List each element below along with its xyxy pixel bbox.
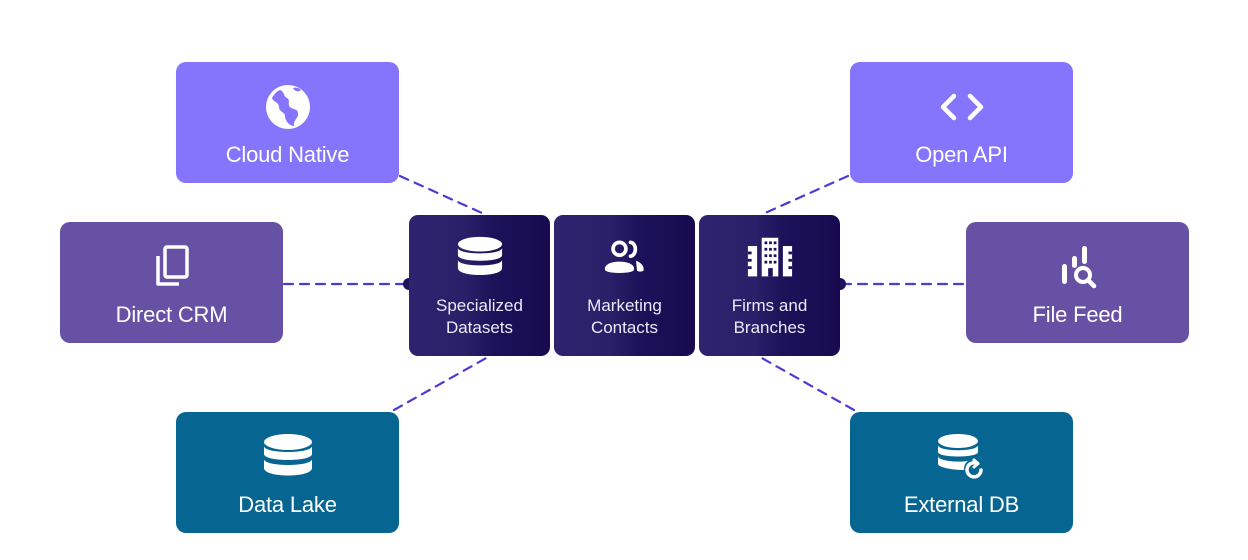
node-label: Open API [915, 142, 1008, 167]
node-label: External DB [903, 492, 1020, 517]
database-icon [457, 235, 503, 281]
node-label: Direct CRM [115, 302, 228, 327]
hub-label: Marketing Contacts [587, 296, 662, 337]
database-icon [263, 432, 313, 482]
connector-data-lake [392, 355, 490, 412]
connector-dot-right [840, 278, 846, 290]
users-icon [602, 235, 648, 281]
database-sync-icon [937, 432, 987, 482]
node-label: Cloud Native [225, 142, 350, 167]
connector-cloud-native [398, 174, 484, 215]
code-icon [937, 82, 987, 132]
node-external-db[interactable]: External DB [850, 412, 1073, 533]
hub-firms-and-branches[interactable]: Firms and Branches [699, 215, 840, 356]
node-label: Data Lake [238, 492, 337, 517]
node-label: File Feed [1032, 302, 1123, 327]
node-data-lake[interactable]: Data Lake [176, 412, 399, 533]
hub-label: Specialized Datasets [436, 296, 523, 337]
globe-icon [263, 82, 313, 132]
hub-marketing-contacts[interactable]: Marketing Contacts [554, 215, 695, 356]
building-icon [747, 235, 793, 281]
hub-label: Firms and Branches [731, 296, 808, 337]
connector-open-api [763, 174, 850, 215]
connector-external-db [758, 355, 856, 412]
copy-icon [147, 242, 197, 292]
node-open-api[interactable]: Open API [850, 62, 1073, 183]
node-file-feed[interactable]: File Feed [966, 222, 1189, 343]
hub-specialized-datasets[interactable]: Specialized Datasets [409, 215, 550, 356]
chart-search-icon [1053, 242, 1103, 292]
node-direct-crm[interactable]: Direct CRM [60, 222, 283, 343]
node-cloud-native[interactable]: Cloud Native [176, 62, 399, 183]
